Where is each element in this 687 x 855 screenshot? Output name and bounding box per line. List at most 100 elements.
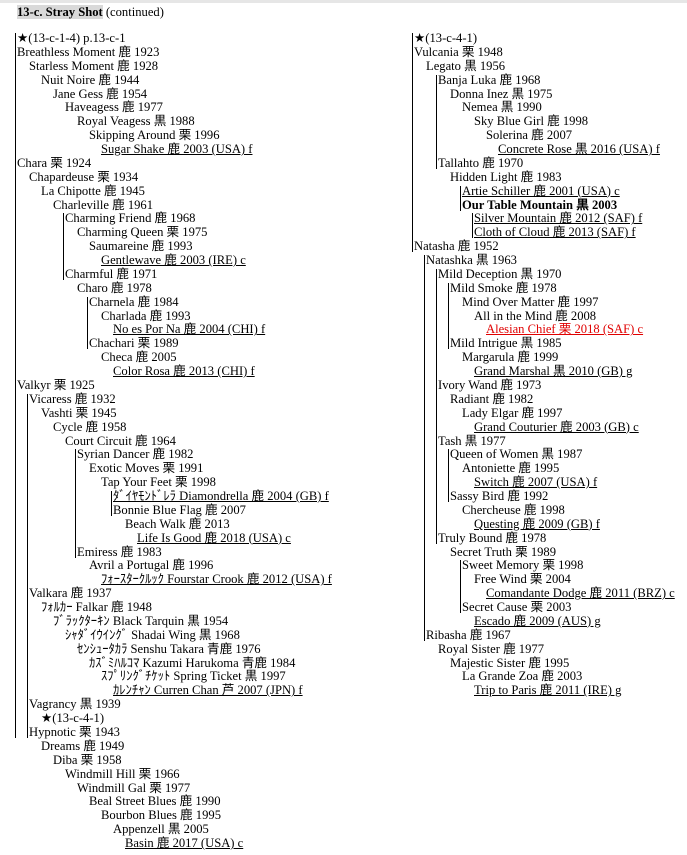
pedigree-entry: Natasha 鹿 1952 bbox=[414, 239, 499, 254]
pedigree-entry-descendant: ｶﾚﾝﾁｬﾝ Curren Chan 芦 2007 (JPN) f bbox=[113, 683, 303, 698]
pedigree-entry: Tap Your Feet 栗 1998 bbox=[101, 475, 216, 490]
pedigree-entry: Jane Gess 鹿 1954 bbox=[53, 86, 148, 101]
sibling-connector-line bbox=[448, 282, 449, 350]
pedigree-entry: Ribasha 鹿 1967 bbox=[426, 627, 511, 642]
pedigree-entry: Charming Friend 鹿 1968 bbox=[65, 211, 196, 226]
pedigree-entry-descendant: Concrete Rose 黒 2016 (USA) f bbox=[498, 142, 660, 157]
pedigree-entry: Breathless Moment 鹿 1923 bbox=[17, 44, 160, 59]
sibling-connector-line bbox=[448, 449, 449, 503]
pedigree-entry: Valkara 鹿 1937 bbox=[29, 586, 112, 601]
pedigree-entry: Valkyr 栗 1925 bbox=[17, 378, 95, 392]
section-heading: 13-c. Stray Shot (continued) bbox=[17, 4, 164, 20]
pedigree-entry: Chapardeuse 栗 1934 bbox=[29, 169, 139, 184]
pedigree-entry: Chara 栗 1924 bbox=[17, 155, 92, 170]
pedigree-entry: Vicaress 鹿 1932 bbox=[29, 391, 116, 406]
pedigree-entry: Skipping Around 栗 1996 bbox=[89, 128, 220, 143]
pedigree-entry: Mild Deception 黒 1970 bbox=[438, 266, 562, 281]
pedigree-entry: Charlada 鹿 1993 bbox=[101, 308, 191, 323]
pedigree-entry: Windmill Gal 栗 1977 bbox=[77, 780, 191, 795]
top-edge bbox=[0, 0, 687, 3]
pedigree-entry-descendant: Trip to Paris 鹿 2011 (IRE) g bbox=[474, 683, 622, 698]
section-suffix: (continued) bbox=[102, 5, 164, 19]
pedigree-entry: Mind Over Matter 鹿 1997 bbox=[462, 294, 599, 309]
sibling-connector-line bbox=[412, 33, 413, 253]
pedigree-entry: ﾌﾞﾗｯｸﾀｰｷﾝ Black Tarquin 黒 1954 bbox=[53, 613, 229, 628]
pedigree-entry: Hypnotic 栗 1943 bbox=[29, 725, 120, 739]
pedigree-entry: Banja Luka 鹿 1968 bbox=[438, 72, 541, 87]
pedigree-entry: Tallahto 鹿 1970 bbox=[438, 155, 524, 170]
pedigree-entry: ｽﾌﾟﾘﾝｸﾞﾁｹｯﾄ Spring Ticket 黒 1997 bbox=[101, 669, 286, 684]
pedigree-entry: ★(13-c-4-1) bbox=[41, 711, 105, 726]
pedigree-entry: Legato 黒 1956 bbox=[426, 58, 506, 73]
section-title: 13-c. Stray Shot bbox=[17, 5, 103, 19]
pedigree-entry: Chercheuse 鹿 1998 bbox=[462, 502, 565, 517]
pedigree-entry: Nemea 黒 1990 bbox=[462, 100, 542, 115]
pedigree-entry: Antoniette 鹿 1995 bbox=[462, 461, 560, 476]
pedigree-entry: ｶｽﾞﾐﾊﾙｺﾏ Kazumi Harukoma 青鹿 1984 bbox=[89, 655, 296, 670]
pedigree-entry: Secret Cause 栗 2003 bbox=[462, 600, 572, 615]
pedigree-entry: Beal Street Blues 鹿 1990 bbox=[89, 794, 221, 809]
sibling-connector-line bbox=[460, 185, 461, 211]
pedigree-entry: Checa 鹿 2005 bbox=[101, 350, 177, 365]
pedigree-entry: Bourbon Blues 鹿 1995 bbox=[101, 808, 221, 823]
pedigree-entry: ﾌｫﾙｶｰ Falkar 鹿 1948 bbox=[41, 600, 152, 615]
sibling-connector-line bbox=[424, 255, 425, 641]
pedigree-entry-descendant: ﾀﾞｲﾔﾓﾝﾄﾞﾚﾗ Diamondrella 鹿 2004 (GB) f bbox=[113, 489, 329, 504]
pedigree-entry: Royal Sister 鹿 1977 bbox=[438, 641, 544, 656]
pedigree-entry: Court Circuit 鹿 1964 bbox=[65, 433, 176, 448]
pedigree-entry: Sassy Bird 鹿 1992 bbox=[450, 489, 549, 504]
pedigree-entry: Charleville 鹿 1961 bbox=[53, 197, 154, 212]
pedigree-entry: Ivory Wand 鹿 1973 bbox=[438, 378, 542, 392]
pedigree-entry: Truly Bound 鹿 1978 bbox=[438, 530, 547, 545]
pedigree-entry: Lady Elgar 鹿 1997 bbox=[462, 405, 563, 420]
pedigree-entry: Windmill Hill 栗 1966 bbox=[65, 766, 180, 781]
pedigree-entry: Charnela 鹿 1984 bbox=[89, 294, 179, 309]
pedigree-entry: La Grande Zoa 鹿 2003 bbox=[462, 669, 583, 684]
pedigree-entry: La Chipotte 鹿 1945 bbox=[41, 183, 145, 198]
pedigree-entry: Secret Truth 栗 1989 bbox=[450, 544, 557, 559]
pedigree-entry: Dreams 鹿 1949 bbox=[41, 738, 125, 753]
pedigree-entry: Avril a Portugal 鹿 1996 bbox=[89, 558, 214, 573]
pedigree-entry-descendant: Color Rosa 鹿 2013 (CHI) f bbox=[113, 364, 255, 379]
pedigree-entry: Radiant 鹿 1982 bbox=[450, 391, 534, 406]
pedigree-entry: Sweet Memory 栗 1998 bbox=[462, 558, 584, 573]
pedigree-entry: Sky Blue Girl 鹿 1998 bbox=[474, 114, 589, 129]
pedigree-entry: Vulcania 栗 1948 bbox=[414, 44, 503, 59]
sibling-connector-line bbox=[27, 393, 28, 738]
pedigree-entry: All in the Mind 鹿 2008 bbox=[474, 308, 597, 323]
sibling-connector-line bbox=[15, 33, 16, 738]
pedigree-entry: Royal Veagess 黒 1988 bbox=[77, 114, 195, 129]
pedigree-entry-descendant: Cloth of Cloud 鹿 2013 (SAF) f bbox=[474, 225, 636, 240]
pedigree-entry: Vagrancy 黒 1939 bbox=[29, 697, 121, 712]
pedigree-entry: Nuit Noire 鹿 1944 bbox=[41, 72, 140, 87]
pedigree-entry: ｼｬﾀﾞｲｳｲﾝｸﾞ Shadai Wing 黒 1968 bbox=[65, 627, 240, 642]
pedigree-entry: Chachari 栗 1989 bbox=[89, 336, 179, 351]
pedigree-entry-descendant: Basin 鹿 2017 (USA) c bbox=[125, 836, 244, 851]
pedigree-entry-descendant: Escado 鹿 2009 (AUS) g bbox=[474, 613, 601, 628]
pedigree-entry: Charo 鹿 1978 bbox=[77, 280, 152, 295]
pedigree-entry: Our Table Mountain 黒 2003 bbox=[462, 197, 618, 212]
pedigree-entry-descendant: Silver Mountain 鹿 2012 (SAF) f bbox=[474, 211, 643, 226]
pedigree-entry: Charming Queen 栗 1975 bbox=[77, 225, 208, 240]
pedigree-entry-descendant: Grand Marshal 黒 2010 (GB) g bbox=[474, 364, 633, 379]
pedigree-entry: Syrian Dancer 鹿 1982 bbox=[77, 447, 194, 462]
pedigree-entry: Margarula 鹿 1999 bbox=[462, 350, 559, 365]
sibling-connector-line bbox=[436, 268, 437, 544]
pedigree-entry: Cycle 鹿 1958 bbox=[53, 419, 127, 434]
sibling-connector-line bbox=[63, 213, 64, 280]
pedigree-entry-descendant: Gentlewave 鹿 2003 (IRE) c bbox=[101, 253, 246, 268]
pedigree-entry: Queen of Women 黒 1987 bbox=[450, 447, 583, 462]
pedigree-entry: Mild Intrigue 黒 1985 bbox=[450, 336, 562, 351]
pedigree-entry-descendant: Switch 鹿 2007 (USA) f bbox=[474, 475, 598, 490]
pedigree-entry: ｾﾝｼｭｰﾀｶﾗ Senshu Takara 青鹿 1976 bbox=[77, 641, 261, 656]
pedigree-entry: Free Wind 栗 2004 bbox=[474, 572, 571, 587]
pedigree-entry: Hidden Light 鹿 1983 bbox=[450, 169, 562, 184]
pedigree-entry-descendant: No es Por Na 鹿 2004 (CHI) f bbox=[113, 322, 266, 337]
pedigree-entry: Bonnie Blue Flag 鹿 2007 bbox=[113, 502, 246, 517]
sibling-connector-line bbox=[111, 491, 112, 516]
pedigree-entry: Exotic Moves 栗 1991 bbox=[89, 461, 204, 476]
pedigree-entry-descendant: Sugar Shake 鹿 2003 (USA) f bbox=[101, 142, 253, 157]
pedigree-entry-descendant: Questing 鹿 2009 (GB) f bbox=[474, 516, 600, 531]
pedigree-entry-descendant: Alesian Chief 栗 2018 (SAF) c bbox=[486, 322, 644, 337]
pedigree-entry-descendant: Life Is Good 鹿 2018 (USA) c bbox=[137, 530, 291, 545]
